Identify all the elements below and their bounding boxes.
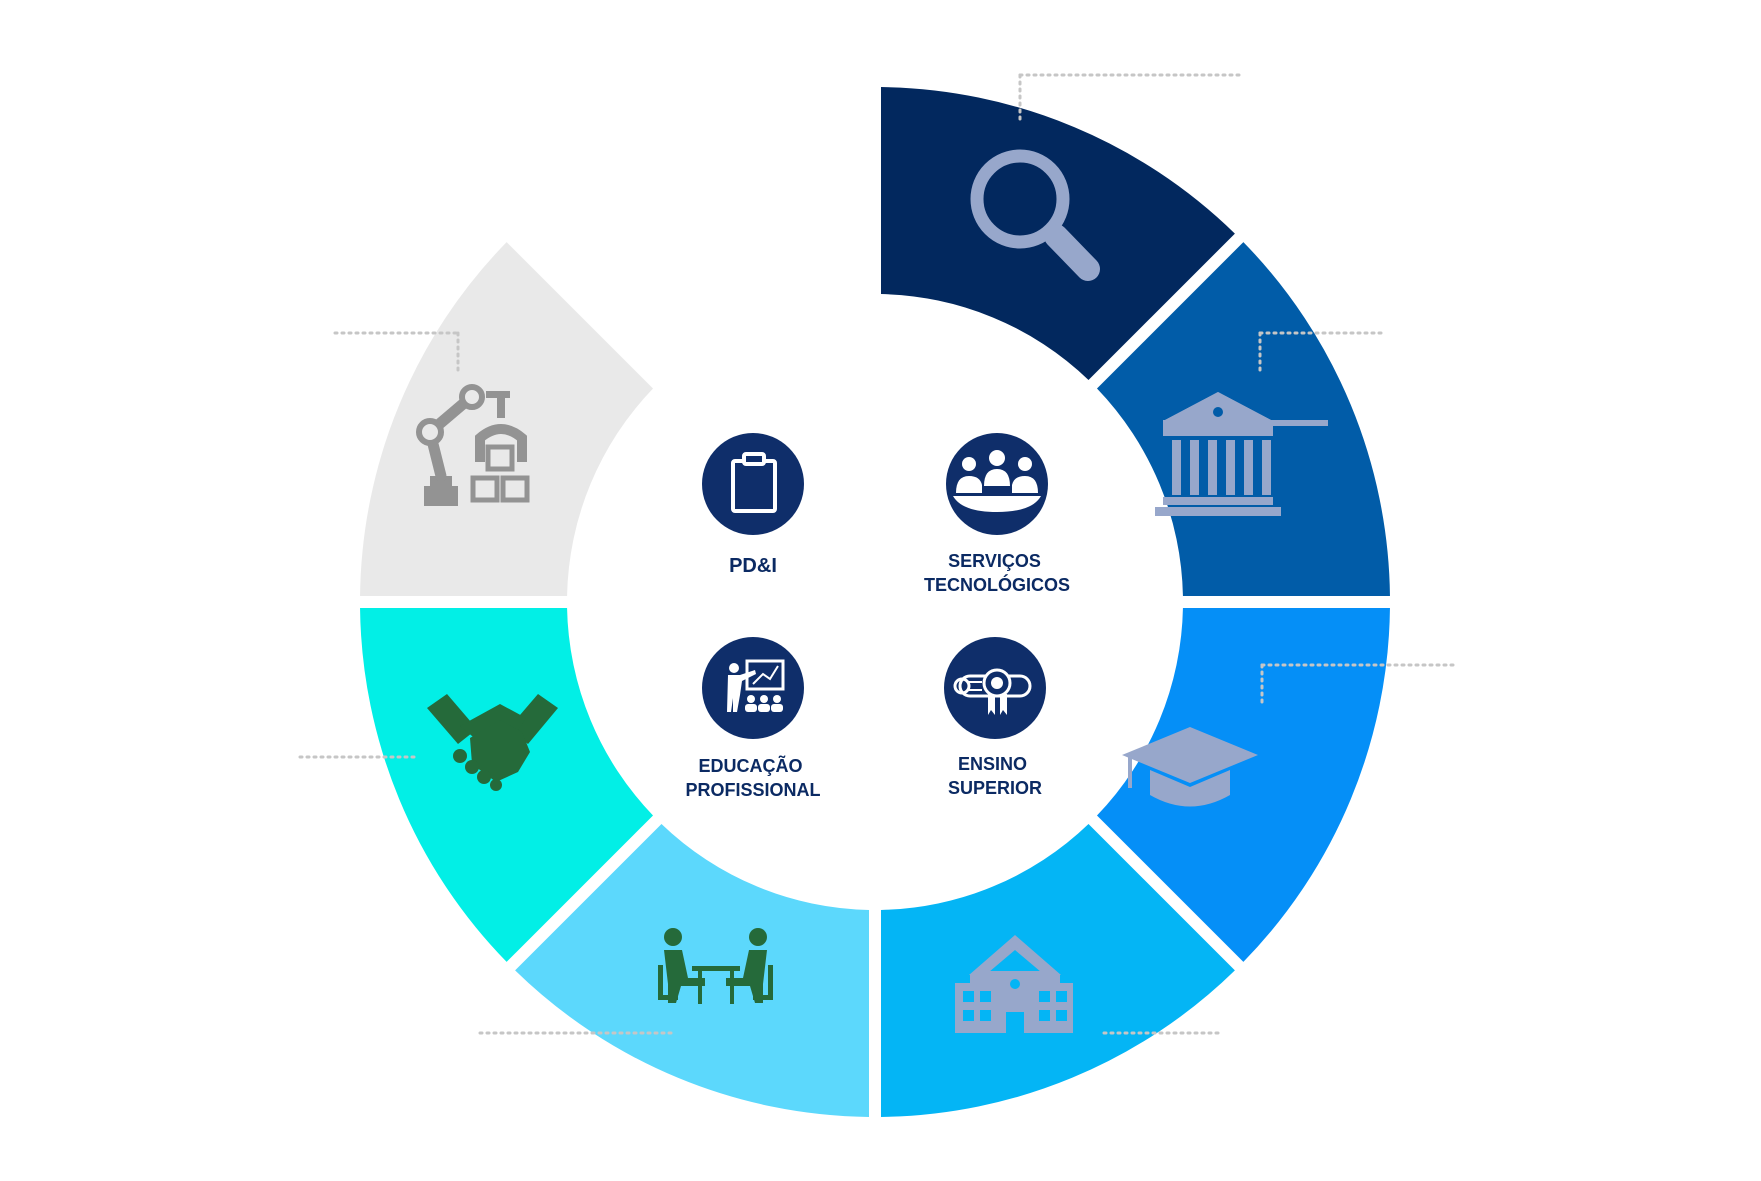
group-meeting-icon: [953, 450, 1041, 512]
dotted-connectors: [298, 73, 1457, 1035]
segment-partnership: [360, 607, 654, 962]
center-item-pdi: PD&I: [702, 433, 804, 577]
center-label-ensino-superior: ENSINO SUPERIOR: [948, 754, 1042, 798]
center-item-educacao-profissional: EDUCAÇÃO PROFISSIONAL: [685, 637, 821, 800]
magnifying-glass-icon: [970, 149, 1100, 281]
clipboard-icon: [731, 452, 777, 513]
center-label-servicos-tecnologicos: SERVIÇOS TECNOLÓGICOS: [924, 551, 1070, 595]
center-label-pdi: PD&I: [729, 555, 777, 577]
center-label-educacao-profissional: EDUCAÇÃO PROFISSIONAL: [685, 755, 820, 800]
center-item-servicos-tecnologicos: SERVIÇOS TECNOLÓGICOS: [924, 433, 1070, 595]
center-item-ensino-superior: ENSINO SUPERIOR: [944, 637, 1046, 798]
handshake-icon: [427, 694, 558, 791]
segment-education: [1096, 607, 1390, 962]
segment-school: [880, 823, 1235, 1117]
segment-industry: [360, 242, 654, 597]
diploma-icon: [953, 668, 1032, 715]
graduation-cap-icon: [1122, 727, 1258, 807]
meeting-table-icon: [658, 928, 773, 1004]
bank-building-icon: [1155, 392, 1328, 516]
teacher-presentation-icon: [727, 659, 785, 712]
school-building-icon: [955, 935, 1073, 1033]
donut-segments: [360, 87, 1390, 1117]
robot-arm-icon: [416, 384, 530, 506]
